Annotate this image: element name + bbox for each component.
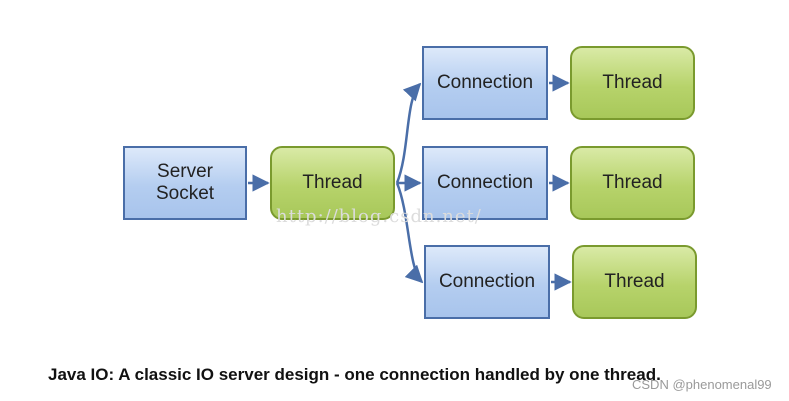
edge-thread-to-connection-1: [395, 82, 422, 184]
blog-watermark: http://blog.csdn.net/: [276, 206, 482, 227]
worker-thread-node-2: Thread: [570, 146, 695, 220]
edge-thread-to-connection-3: [395, 182, 424, 284]
worker-thread-node-3: Thread: [572, 245, 697, 319]
worker-thread-node-1: Thread: [570, 46, 695, 120]
csdn-credit-watermark: CSDN @phenomenal99: [632, 377, 772, 392]
connection-node-1: Connection: [422, 46, 548, 120]
main-thread-node: Thread: [270, 146, 395, 220]
connection-node-3: Connection: [424, 245, 550, 319]
connection-node-2: Connection: [422, 146, 548, 220]
server-socket-node: Server Socket: [123, 146, 247, 220]
diagram-caption: Java IO: A classic IO server design - on…: [48, 365, 661, 384]
